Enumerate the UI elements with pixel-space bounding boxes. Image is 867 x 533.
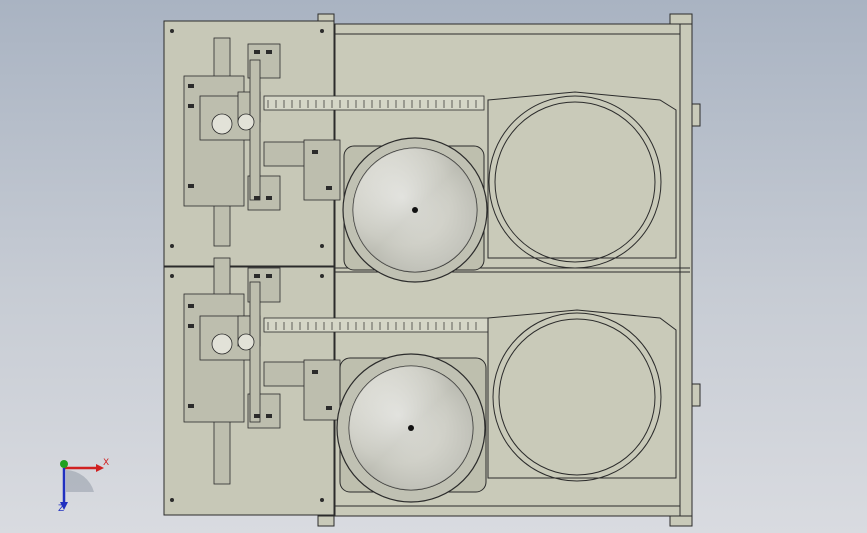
x-axis-label: X bbox=[103, 458, 110, 468]
mechanism-unit-top-details bbox=[188, 50, 332, 200]
ring-track-top bbox=[487, 91, 677, 269]
rack-teeth-top bbox=[267, 100, 477, 108]
plate-holes bbox=[170, 29, 324, 502]
ring-track-bottom bbox=[487, 309, 677, 482]
saw-disc-bottom bbox=[336, 353, 486, 503]
z-axis-label: Z bbox=[58, 504, 65, 514]
mechanism-unit-top bbox=[183, 37, 485, 247]
rack-teeth-bottom bbox=[267, 322, 477, 330]
saw-disc-top bbox=[342, 137, 488, 283]
mechanism-unit-bottom bbox=[183, 257, 489, 485]
mechanism-unit-bottom-details bbox=[188, 274, 332, 418]
coordinate-triad bbox=[60, 460, 104, 510]
y-axis-dot bbox=[60, 460, 68, 468]
